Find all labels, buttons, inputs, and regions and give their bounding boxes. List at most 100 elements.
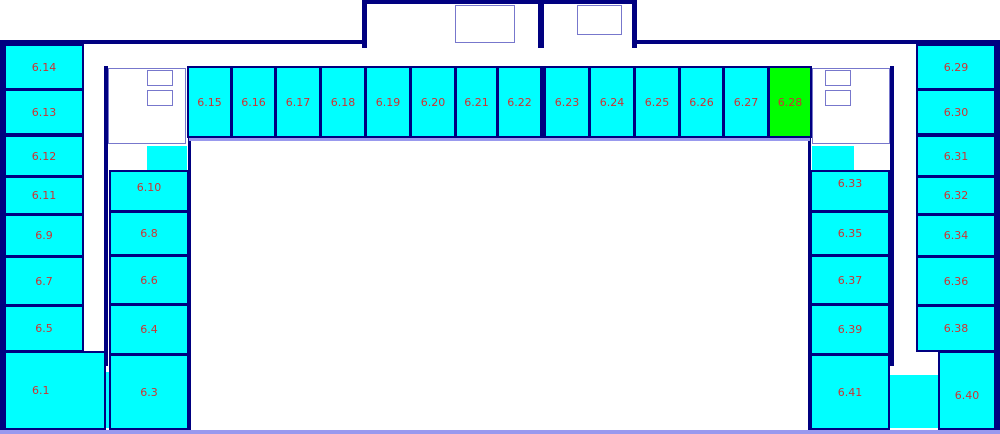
- core-wall-mid: [538, 0, 544, 48]
- room-6-41-extension: [885, 375, 941, 428]
- room-6-10[interactable]: 6.10: [109, 170, 189, 212]
- room-6-30[interactable]: 6.30: [916, 89, 996, 135]
- room-6-40[interactable]: 6.40: [938, 351, 996, 430]
- room-label: 6.25: [644, 95, 670, 109]
- outer-wall-left: [0, 40, 4, 434]
- room-label: 6.32: [943, 189, 969, 202]
- room-label: 6.26: [689, 95, 714, 109]
- room-label: 6.22: [507, 95, 532, 109]
- room-6-21[interactable]: 6.21: [455, 66, 498, 138]
- room-label: 6.35: [837, 227, 863, 240]
- room-label: 6.9: [35, 229, 53, 242]
- room-label: 6.31: [943, 149, 969, 163]
- room-label: 6.17: [285, 95, 311, 109]
- room-6-35[interactable]: 6.35: [810, 211, 890, 256]
- room-6-41[interactable]: 6.41: [810, 354, 890, 430]
- room-6-32[interactable]: 6.32: [916, 176, 996, 215]
- room-label: 6.8: [140, 227, 158, 240]
- room-label: 6.30: [943, 105, 969, 119]
- elevator-left-1: [147, 70, 173, 86]
- room-6-6[interactable]: 6.6: [109, 255, 189, 305]
- elevator-left-2: [147, 90, 173, 106]
- room-label: 6.23: [554, 95, 580, 109]
- room-label: 6.40: [954, 389, 980, 402]
- corridor-wall-right: [890, 66, 894, 366]
- room-6-26[interactable]: 6.26: [679, 66, 724, 138]
- room-label: 6.6: [140, 273, 158, 287]
- room-6-16[interactable]: 6.16: [231, 66, 276, 138]
- stair-left: [108, 68, 186, 144]
- room-label: 6.18: [330, 95, 356, 109]
- room-label: 6.16: [241, 95, 266, 109]
- room-label: 6.5: [35, 322, 53, 335]
- room-6-7[interactable]: 6.7: [4, 256, 84, 306]
- room-6-11[interactable]: 6.11: [4, 176, 84, 215]
- core-rooms: [455, 5, 515, 43]
- room-6-24[interactable]: 6.24: [589, 66, 635, 138]
- outer-wall-top-left: [0, 40, 365, 44]
- room-6-36[interactable]: 6.36: [916, 256, 996, 306]
- room-label: 6.15: [197, 95, 222, 109]
- room-6-15[interactable]: 6.15: [187, 66, 232, 138]
- room-label: 6.12: [31, 149, 57, 163]
- room-label: 6.20: [420, 95, 446, 109]
- room-6-28[interactable]: 6.28: [768, 66, 812, 138]
- room-label: 6.4: [140, 323, 158, 336]
- courtyard-wall-top: [189, 138, 810, 141]
- room-6-18[interactable]: 6.18: [320, 66, 366, 138]
- core-wall-left: [362, 0, 367, 48]
- room-6-8[interactable]: 6.8: [109, 211, 189, 256]
- room-6-22[interactable]: 6.22: [497, 66, 542, 138]
- room-label: 6.1: [32, 384, 50, 397]
- outer-wall-bottom: [0, 430, 1000, 434]
- room-label: 6.39: [837, 323, 863, 336]
- room-6-20[interactable]: 6.20: [410, 66, 456, 138]
- room-6-4[interactable]: 6.4: [109, 304, 189, 355]
- room-6-23[interactable]: 6.23: [541, 66, 590, 138]
- stairs-top: [577, 5, 622, 35]
- room-label: 6.21: [464, 95, 489, 109]
- core-wall: [362, 0, 637, 4]
- room-label: 6.28: [777, 95, 803, 109]
- room-label: 6.3: [140, 385, 158, 399]
- room-6-31[interactable]: 6.31: [916, 135, 996, 177]
- room-label: 6.11: [31, 189, 57, 202]
- room-6-5[interactable]: 6.5: [4, 305, 84, 352]
- room-6-9[interactable]: 6.9: [4, 214, 84, 257]
- room-6-14[interactable]: 6.14: [4, 44, 84, 90]
- room-label: 6.24: [599, 95, 625, 109]
- outer-wall-top-right: [635, 40, 1000, 44]
- room-6-25[interactable]: 6.25: [634, 66, 680, 138]
- room-label: 6.34: [943, 229, 969, 242]
- room-label: 6.36: [943, 274, 969, 288]
- room-label: 6.33: [837, 176, 863, 190]
- room-label: 6.41: [837, 385, 863, 399]
- stair-right: [812, 68, 890, 144]
- room-6-39[interactable]: 6.39: [810, 304, 890, 355]
- room-label: 6.19: [375, 95, 401, 109]
- room-6-29[interactable]: 6.29: [916, 44, 996, 90]
- room-6-37[interactable]: 6.37: [810, 255, 890, 305]
- room-6-12[interactable]: 6.12: [4, 135, 84, 177]
- room-label: 6.7: [35, 274, 53, 288]
- room-6-33[interactable]: 6.33: [810, 170, 890, 212]
- room-6-1[interactable]: 6.1: [4, 351, 106, 430]
- room-label: 6.13: [31, 105, 57, 119]
- room-label: 6.27: [733, 95, 759, 109]
- room-6-19[interactable]: 6.19: [365, 66, 411, 138]
- room-6-38[interactable]: 6.38: [916, 305, 996, 352]
- outer-wall-right: [996, 40, 1000, 434]
- courtyard-wall-left: [188, 138, 191, 434]
- core-wall-right: [632, 0, 637, 48]
- elevator-right-2: [825, 90, 851, 106]
- corridor-wall-left: [104, 66, 108, 366]
- room-label: 6.37: [837, 273, 863, 287]
- room-6-17[interactable]: 6.17: [275, 66, 321, 138]
- room-6-13[interactable]: 6.13: [4, 89, 84, 135]
- elevator-right-1: [825, 70, 851, 86]
- room-6-34[interactable]: 6.34: [916, 214, 996, 257]
- room-label: 6.10: [136, 180, 162, 194]
- room-6-3[interactable]: 6.3: [109, 354, 189, 430]
- room-6-27[interactable]: 6.27: [723, 66, 769, 138]
